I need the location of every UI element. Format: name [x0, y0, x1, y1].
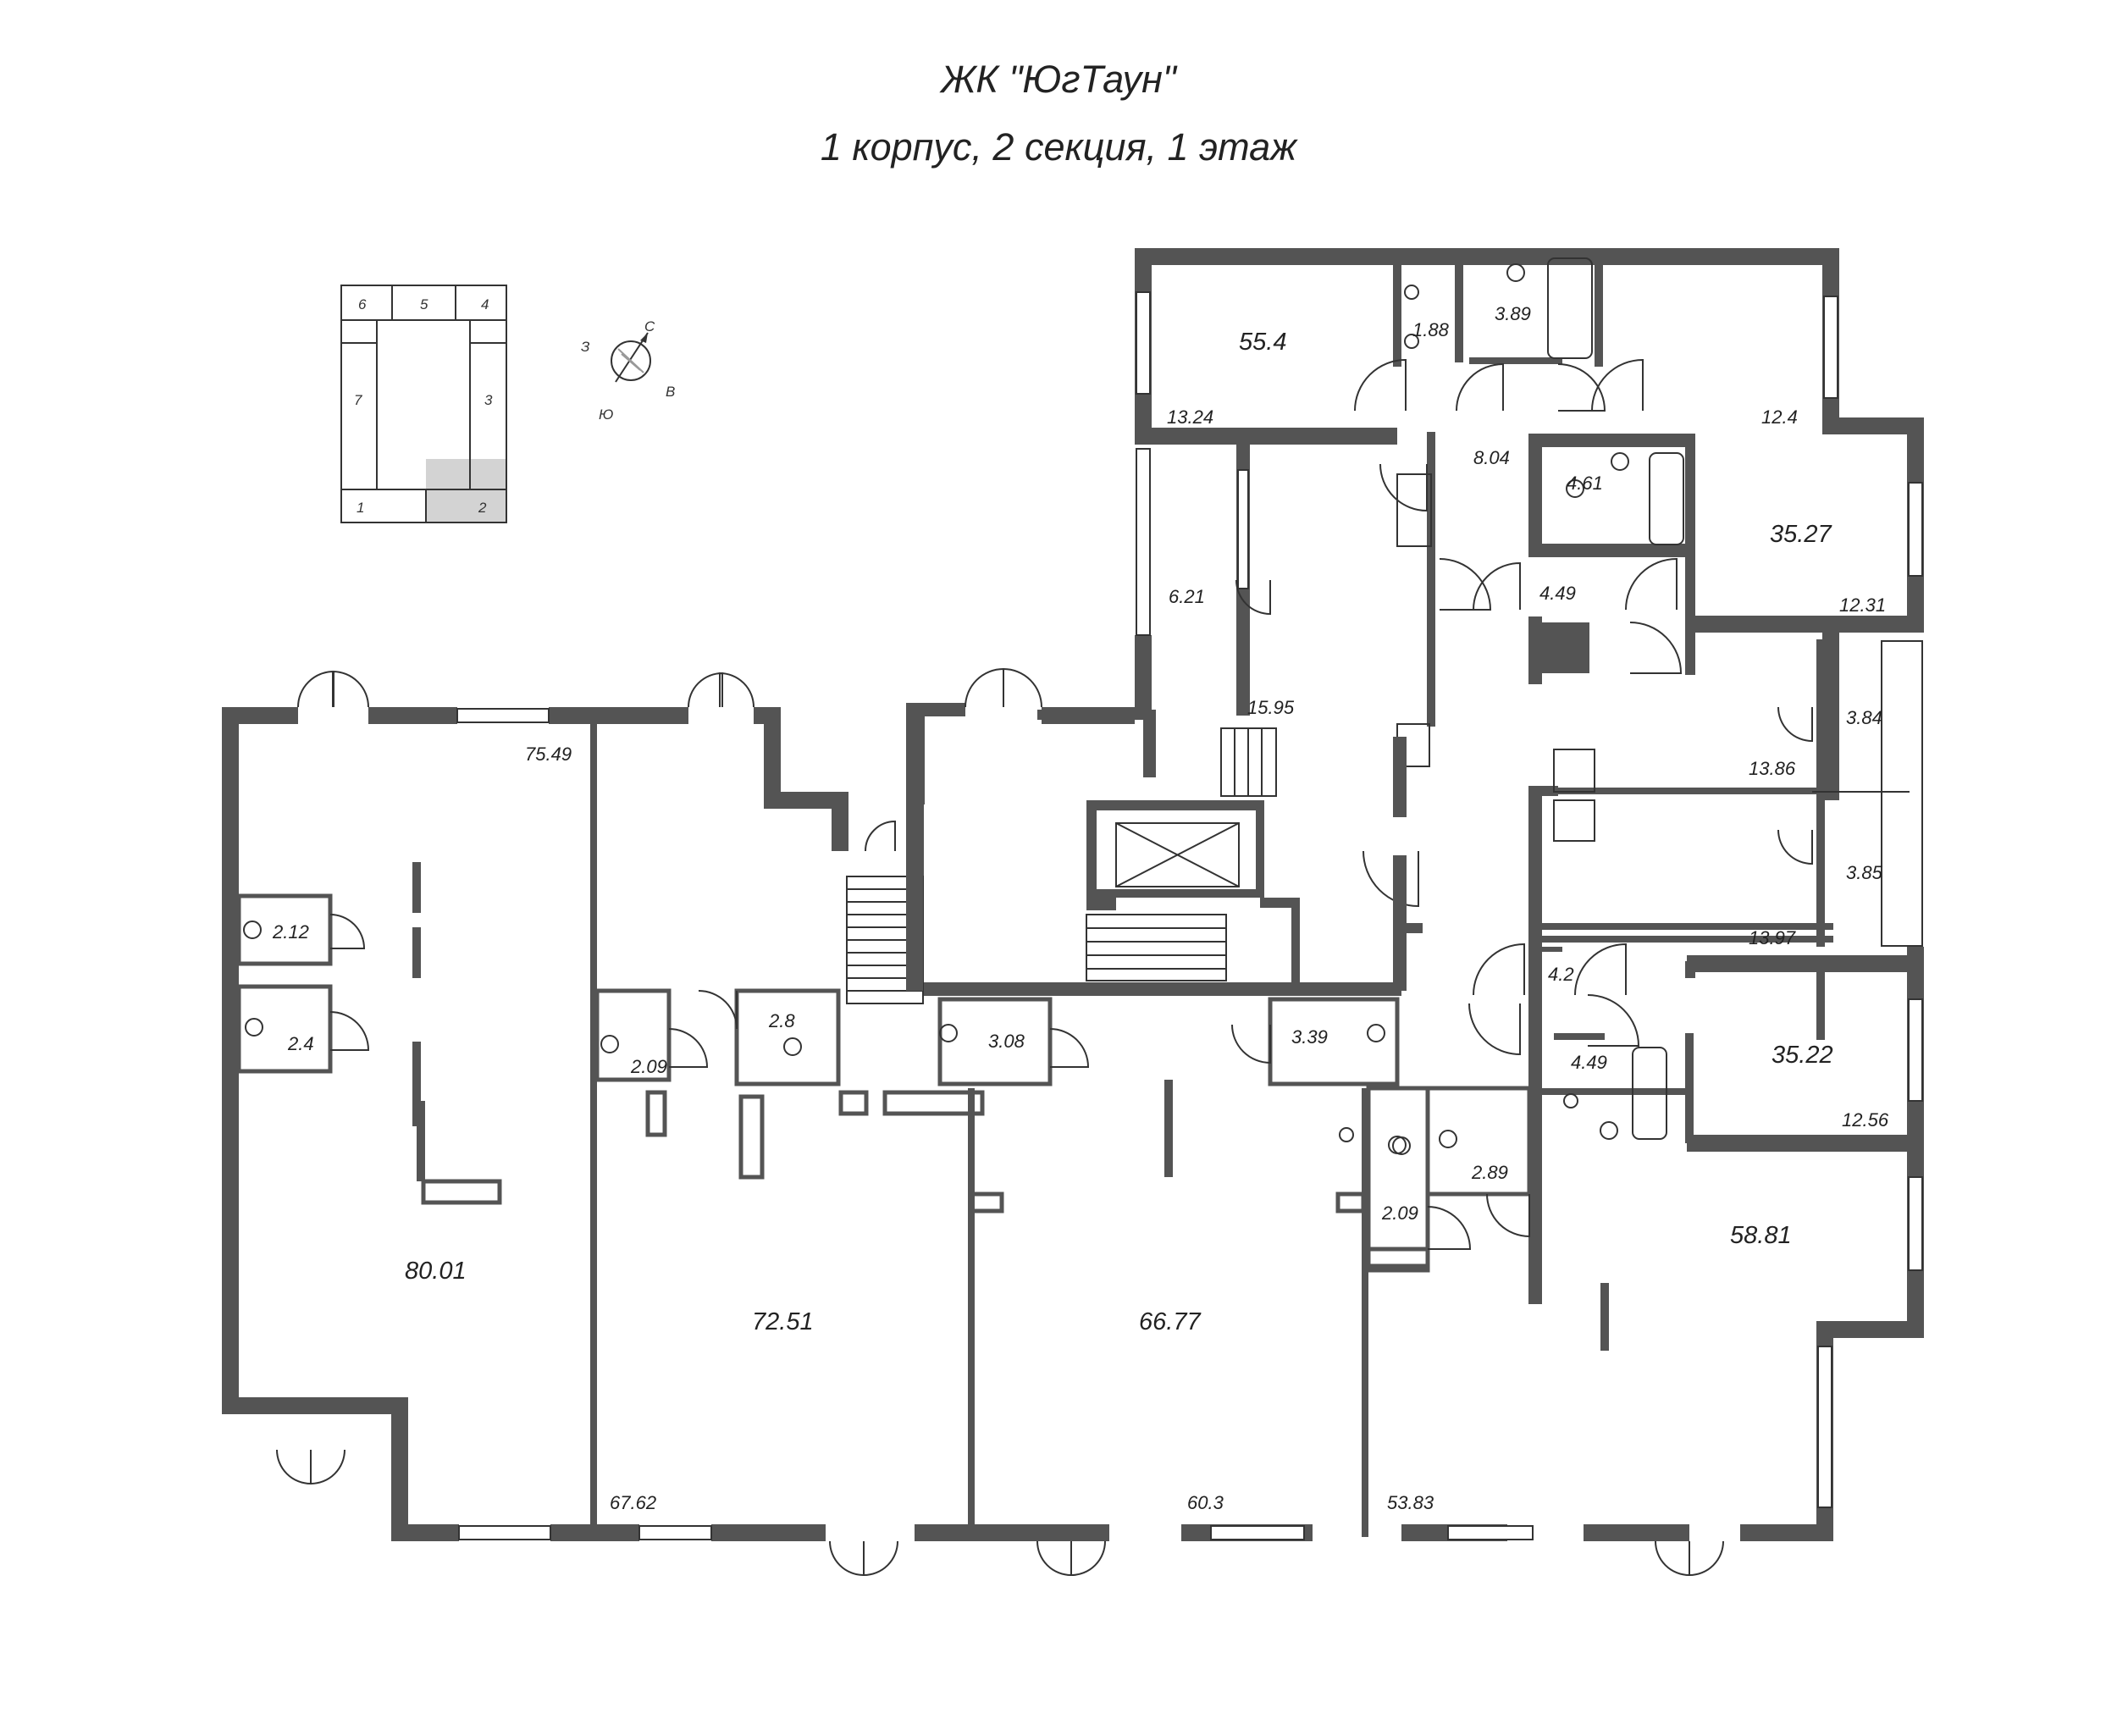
room-area-53-83: 53.83 [1387, 1492, 1434, 1513]
section-5: 5 [420, 296, 428, 312]
room-area-2-8: 2.8 [768, 1010, 795, 1031]
room-area-3-89: 3.89 [1495, 303, 1531, 324]
room-area-1-88: 1.88 [1412, 319, 1450, 340]
room-area-2-09-left: 2.09 [630, 1056, 667, 1077]
section-1: 1 [357, 500, 364, 516]
room-area-6-21: 6.21 [1169, 586, 1205, 607]
section-3: 3 [484, 392, 493, 408]
lift-shaft [1115, 822, 1240, 887]
upper-wing-walls [1135, 248, 1924, 1304]
apartment-area-35-27: 35.27 [1770, 521, 1832, 548]
apartment-area-58-81: 58.81 [1730, 1222, 1792, 1249]
upper-fixtures [1339, 257, 1684, 1154]
upper-windows [1136, 291, 1923, 1102]
room-area-4-49-lower: 4.49 [1571, 1052, 1607, 1073]
room-area-75-49: 75.49 [525, 744, 572, 765]
room-area-67-62: 67.62 [610, 1492, 656, 1513]
section-key: 6 5 4 7 3 1 2 [340, 285, 507, 523]
apartment-area-66-77: 66.77 [1139, 1308, 1202, 1335]
room-area-2-12: 2.12 [272, 921, 309, 943]
section-key-highlight [426, 459, 506, 522]
lower-walls [222, 703, 1924, 1541]
room-area-2-89: 2.89 [1471, 1162, 1508, 1183]
lower-doors [276, 667, 1724, 1577]
compass-west: З [581, 339, 590, 355]
apartment-area-80-01: 80.01 [405, 1258, 467, 1285]
room-area-15-95: 15.95 [1247, 697, 1295, 718]
section-2: 2 [478, 500, 487, 516]
room-area-12-56: 12.56 [1842, 1109, 1889, 1131]
upper-doors [1235, 358, 1813, 1056]
apartment-area-35-22: 35.22 [1772, 1042, 1833, 1069]
room-area-3-08: 3.08 [988, 1031, 1025, 1052]
section-4: 4 [481, 296, 489, 312]
apartment-area-55-4: 55.4 [1239, 329, 1286, 356]
complex-title: ЖК "ЮгТаун" [941, 58, 1176, 101]
room-area-4-2: 4.2 [1548, 964, 1574, 985]
room-area-8-04: 8.04 [1473, 447, 1510, 468]
room-area-13-24: 13.24 [1167, 406, 1213, 428]
lower-bathroom-walls [236, 862, 1609, 1351]
room-area-4-61: 4.61 [1567, 473, 1603, 494]
room-area-13-97: 13.97 [1749, 927, 1796, 948]
compass-east: В [666, 384, 675, 400]
apartment-area-72-51: 72.51 [752, 1308, 814, 1335]
room-area-13-86: 13.86 [1749, 758, 1796, 779]
section-6: 6 [358, 296, 367, 312]
room-area-12-31: 12.31 [1839, 594, 1886, 616]
room-area-2-4: 2.4 [287, 1033, 314, 1054]
room-area-12-4: 12.4 [1761, 406, 1798, 428]
floor-title: 1 корпус, 2 секция, 1 этаж [820, 125, 1297, 169]
room-area-60-3: 60.3 [1187, 1492, 1224, 1513]
room-area-3-85: 3.85 [1846, 862, 1883, 883]
room-labels: 55.4 13.24 1.88 3.89 12.4 8.04 4.61 35.2… [272, 303, 1889, 1513]
section-7: 7 [354, 392, 362, 408]
room-area-2-09-right: 2.09 [1381, 1202, 1418, 1224]
stairs [846, 727, 1277, 1004]
room-area-4-49-upper: 4.49 [1539, 583, 1576, 604]
compass-south: Ю [599, 406, 613, 423]
compass-rose: С В Ю З [581, 318, 675, 423]
lower-windows [456, 708, 1923, 1540]
room-area-3-39: 3.39 [1291, 1026, 1328, 1048]
room-area-3-84: 3.84 [1846, 707, 1882, 728]
compass-north: С [644, 318, 655, 334]
